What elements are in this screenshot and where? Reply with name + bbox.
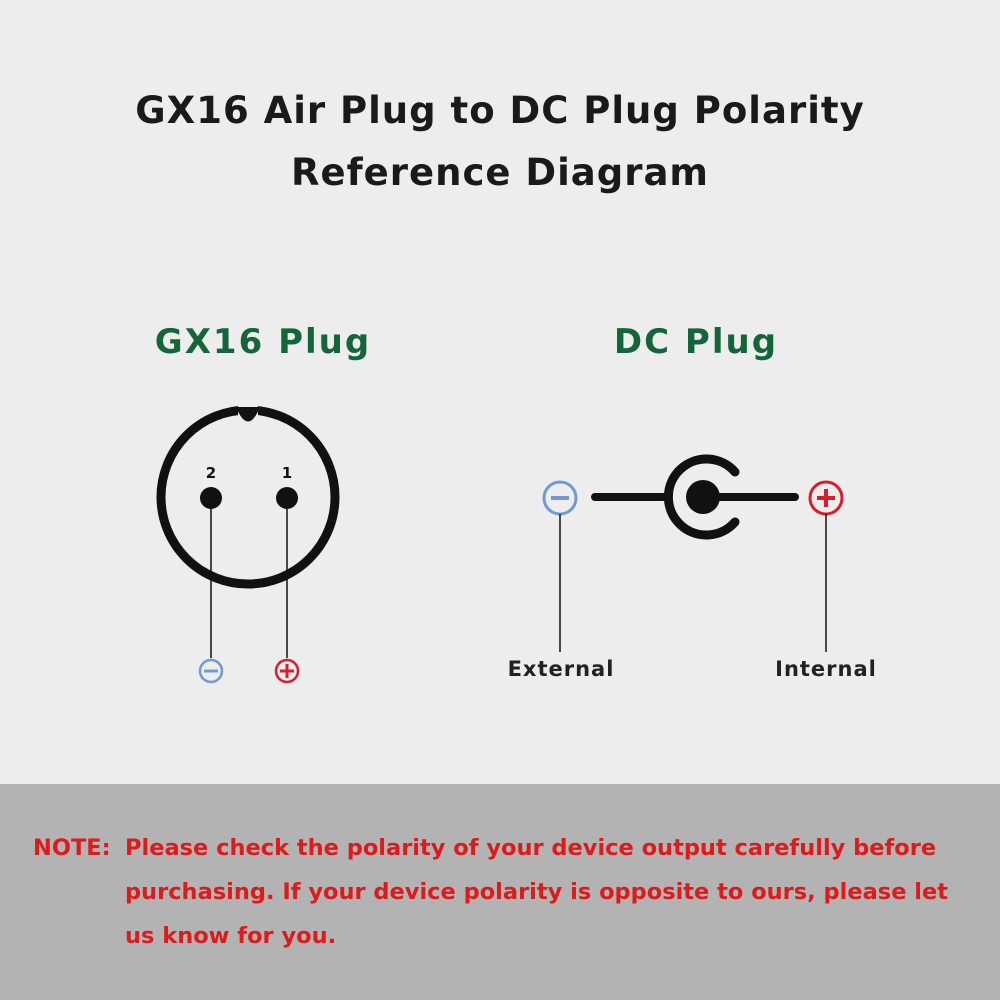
page-title: GX16 Air Plug to DC Plug Polarity Refere…: [0, 80, 1000, 204]
dc-connector: External Internal: [508, 454, 877, 681]
minus-circle-icon: [198, 658, 224, 684]
title-line-1: GX16 Air Plug to DC Plug Polarity: [135, 89, 865, 132]
gx16-outer-ring: [156, 405, 340, 589]
gx16-connector: 2 1: [156, 405, 340, 684]
dc-outer-sleeve: [663, 454, 740, 540]
plus-circle-icon: [274, 658, 300, 684]
dc-heading: DC Plug: [613, 322, 779, 362]
gx16-pin-2-number: 2: [206, 464, 216, 482]
gx16-pin-1-number: 1: [282, 464, 292, 482]
note-label: NOTE:: [33, 835, 111, 861]
minus-circle-icon: [542, 480, 578, 516]
gx16-key-notch-cutout: [236, 407, 260, 422]
note-panel: [0, 784, 1000, 1000]
dc-external-label: External: [508, 657, 615, 681]
dc-internal-label: Internal: [775, 657, 877, 681]
polarity-diagram: 2 1 External Inter: [156, 405, 877, 684]
note-text: Please check the polarity of your device…: [125, 835, 949, 949]
title-line-2: Reference Diagram: [291, 151, 709, 194]
diagram-panel: [0, 0, 1000, 784]
plus-circle-icon: [808, 480, 844, 516]
gx16-heading: GX16 Plug: [154, 322, 372, 362]
